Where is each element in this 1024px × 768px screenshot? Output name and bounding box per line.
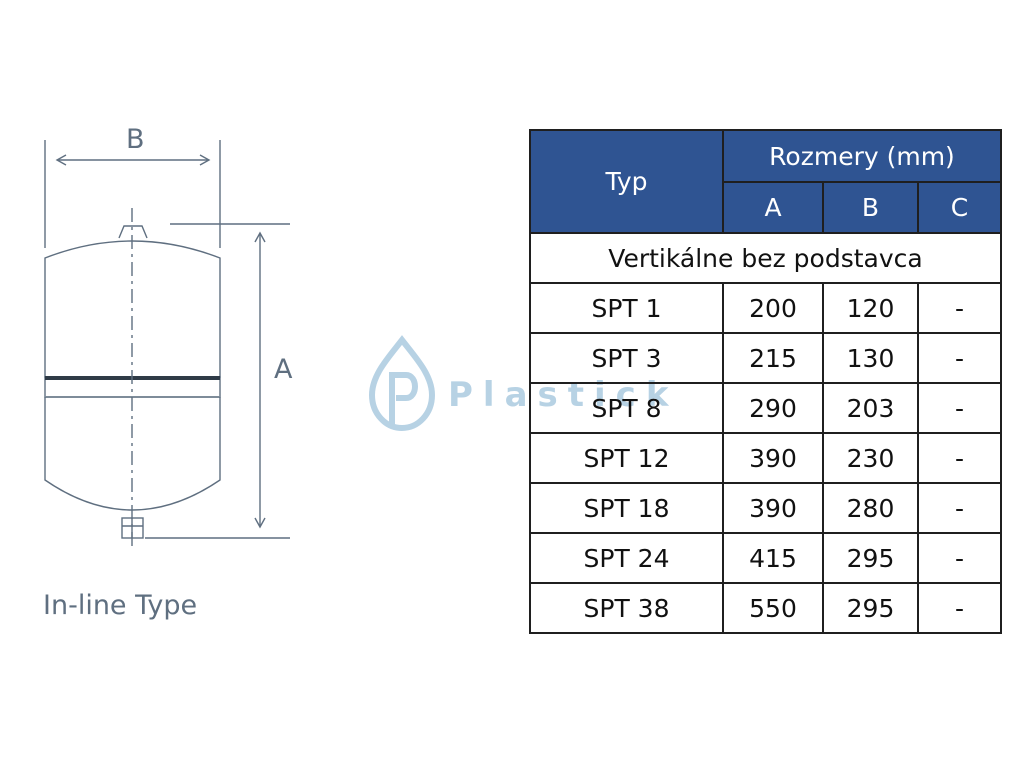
header-row-columns: A B C bbox=[530, 181, 1002, 234]
cell-b: 120 bbox=[822, 282, 919, 334]
cell-b: 230 bbox=[822, 432, 919, 484]
cell-b: 295 bbox=[822, 532, 919, 584]
cell-typ: SPT 24 bbox=[529, 532, 724, 584]
header-row-group: Typ Rozmery (mm) bbox=[529, 129, 1002, 234]
table-row: SPT 8 290 203 - bbox=[529, 382, 1002, 434]
a-arrow-bottom-icon bbox=[254, 517, 266, 529]
a-arrow-top-icon bbox=[254, 231, 266, 243]
cell-a: 215 bbox=[722, 332, 824, 384]
watermark-drop-icon bbox=[368, 335, 436, 432]
cell-b: 295 bbox=[822, 582, 919, 634]
cell-c: - bbox=[917, 532, 1002, 584]
column-group-header-dimensions: Rozmery (mm) bbox=[722, 129, 1002, 183]
cell-a: 390 bbox=[722, 482, 824, 534]
cell-c: - bbox=[917, 432, 1002, 484]
cell-typ: SPT 3 bbox=[529, 332, 724, 384]
column-header-a: A bbox=[722, 181, 824, 234]
cell-c: - bbox=[917, 382, 1002, 434]
b-arrow-left-icon bbox=[55, 154, 67, 166]
dimension-b-label: B bbox=[126, 124, 145, 155]
cell-b: 280 bbox=[822, 482, 919, 534]
drawing-caption: In-line Type bbox=[43, 590, 197, 621]
dimension-a-label: A bbox=[274, 354, 293, 385]
cell-c: - bbox=[917, 332, 1002, 384]
cell-typ: SPT 12 bbox=[529, 432, 724, 484]
column-header-b: B bbox=[822, 181, 919, 234]
cell-a: 550 bbox=[722, 582, 824, 634]
column-header-c: C bbox=[917, 181, 1002, 234]
cell-c: - bbox=[917, 282, 1002, 334]
b-arrow-right-icon bbox=[199, 154, 211, 166]
cell-typ: SPT 18 bbox=[529, 482, 724, 534]
cell-c: - bbox=[917, 482, 1002, 534]
cell-typ: SPT 8 bbox=[529, 382, 724, 434]
air-valve-icon bbox=[118, 225, 148, 239]
tank-upper-shell bbox=[44, 240, 221, 378]
table-row: SPT 24 415 295 - bbox=[529, 532, 1002, 584]
cell-a: 200 bbox=[722, 282, 824, 334]
table-row: SPT 12 390 230 - bbox=[529, 432, 1002, 484]
cell-a: 415 bbox=[722, 532, 824, 584]
watermark-p-icon bbox=[389, 372, 418, 425]
table-row: SPT 18 390 280 - bbox=[529, 482, 1002, 534]
column-header-typ: Typ bbox=[529, 129, 724, 234]
table-row: SPT 1 200 120 - bbox=[529, 282, 1002, 334]
cell-b: 130 bbox=[822, 332, 919, 384]
section-row: Vertikálne bez podstavca bbox=[529, 232, 1002, 284]
cell-typ: SPT 38 bbox=[529, 582, 724, 634]
cell-typ: SPT 1 bbox=[529, 282, 724, 334]
table-row: SPT 38 550 295 - bbox=[529, 582, 1002, 634]
table-row: SPT 3 215 130 - bbox=[529, 332, 1002, 384]
cell-a: 290 bbox=[722, 382, 824, 434]
cell-a: 390 bbox=[722, 432, 824, 484]
dimensions-table: Typ Rozmery (mm) A B C Vertikálne bez po… bbox=[529, 129, 1002, 634]
cell-b: 203 bbox=[822, 382, 919, 434]
cell-c: - bbox=[917, 582, 1002, 634]
section-label: Vertikálne bez podstavca bbox=[529, 232, 1002, 284]
